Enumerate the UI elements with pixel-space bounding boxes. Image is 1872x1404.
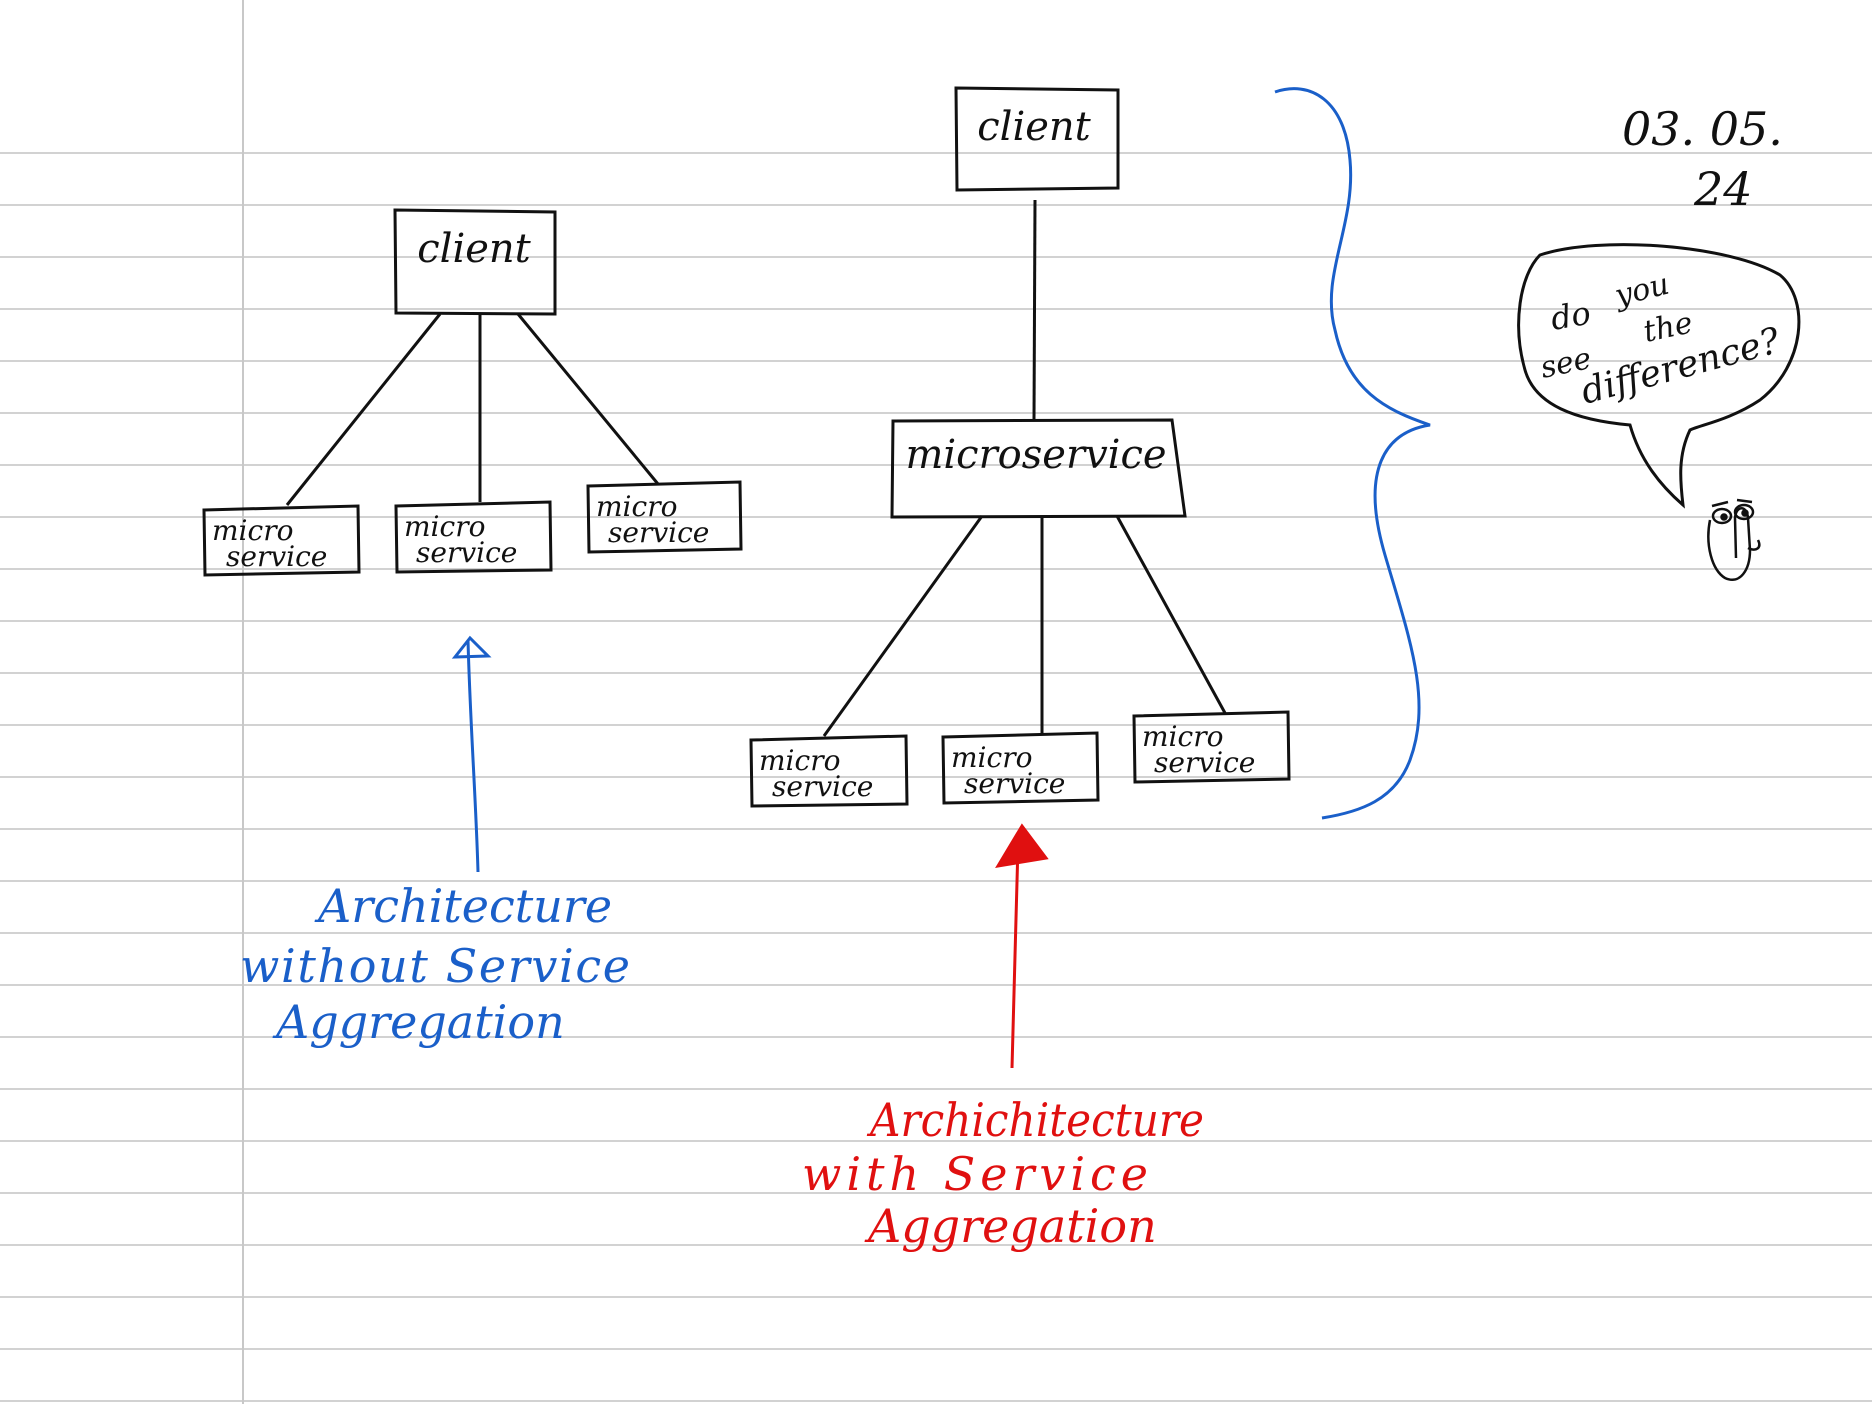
- service-label-line2: service: [226, 540, 327, 573]
- edge-aggregator-to-service-3: [1115, 515, 1227, 714]
- service-label-line1: micro: [404, 510, 485, 543]
- microservice-node-left-3: micro service: [586, 480, 743, 554]
- bubble-word-you: you: [1610, 267, 1673, 315]
- paperclip-character-icon: [1707, 498, 1761, 581]
- service-label-line1: micro: [759, 744, 840, 777]
- caption-left-line2: without Service: [240, 939, 630, 993]
- aggregator-label: microservice: [905, 432, 1166, 478]
- service-label-line2: service: [608, 516, 709, 549]
- diagram-without-aggregation: client micro service micro service micro…: [202, 208, 743, 1049]
- arrow-to-right-diagram: [995, 823, 1049, 1069]
- service-label-line2: service: [416, 536, 517, 569]
- grouping-brace: [1274, 87, 1431, 820]
- ruled-lines: [0, 152, 1872, 1402]
- diagram-with-aggregation: client microservice micro service micro …: [749, 86, 1431, 1253]
- service-label-line2: service: [772, 770, 873, 803]
- caption-without-aggregation: Architecture without Service Aggregation: [240, 879, 630, 1049]
- microservice-node-right-2: micro service: [941, 731, 1100, 805]
- caption-right-line3: Aggregation: [864, 1199, 1157, 1253]
- service-label-line1: micro: [596, 490, 677, 523]
- caption-right-line2: with Service: [802, 1147, 1148, 1201]
- caption-right-line1: Archichitecture: [866, 1093, 1204, 1147]
- arrow-to-left-diagram: [451, 635, 492, 873]
- service-label-line2: service: [1154, 746, 1255, 779]
- microservice-node-right-3: micro service: [1132, 710, 1291, 784]
- service-label-line1: micro: [1142, 720, 1223, 753]
- service-label-line1: micro: [951, 741, 1032, 774]
- caption-with-aggregation: Archichitecture with Service Aggregation: [802, 1093, 1204, 1253]
- edge-aggregator-to-service-1: [822, 515, 984, 737]
- client-label-left: client: [417, 226, 531, 272]
- speech-bubble: do you see the difference?: [1517, 243, 1801, 509]
- edge-client-to-service-1-left: [285, 313, 442, 506]
- aggregator-microservice-node: microservice: [890, 418, 1187, 519]
- client-label-right: client: [977, 104, 1091, 150]
- date-line2: 24: [1693, 162, 1753, 216]
- bubble-word-do: do: [1548, 294, 1594, 338]
- date-line1: 03. 05.: [1622, 102, 1783, 156]
- microservice-node-left-2: micro service: [394, 500, 553, 574]
- microservice-node-right-1: micro service: [749, 734, 909, 808]
- service-label-line1: micro: [212, 514, 293, 547]
- edge-client-to-aggregator: [1032, 199, 1037, 421]
- client-node-right: client: [954, 86, 1120, 192]
- caption-left-line3: Aggregation: [272, 995, 565, 1049]
- date-note: 03. 05. 24: [1622, 102, 1783, 216]
- caption-left-line1: Architecture: [314, 879, 612, 933]
- microservice-node-left-1: micro service: [202, 504, 361, 577]
- service-label-line2: service: [964, 767, 1065, 800]
- edge-client-to-service-3-left: [516, 313, 660, 485]
- client-node-left: client: [393, 208, 557, 316]
